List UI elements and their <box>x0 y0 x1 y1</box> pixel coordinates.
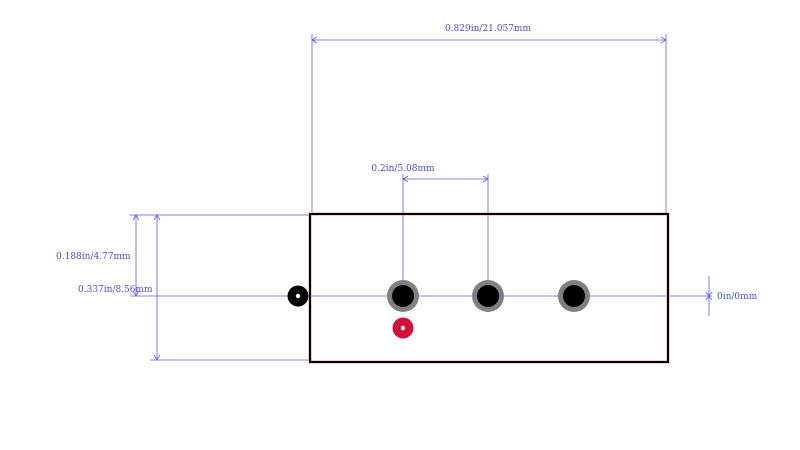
origin-marker-hole <box>295 293 301 299</box>
offset-label: 0in/0mm <box>717 292 758 302</box>
overall-height-label: 0.337in/8.56mm <box>78 285 153 295</box>
overall-width-arrow-right <box>660 36 667 44</box>
overall-height-arrow-top <box>153 214 161 221</box>
pad-2 <box>472 280 504 312</box>
overall-width-label: 0.829in/21.057mm <box>445 24 531 34</box>
pin-pitch-label: 0.2in/5.08mm <box>371 164 435 174</box>
overall-height-arrow-bottom <box>153 354 161 361</box>
pin-pitch-arrow-right <box>482 175 489 183</box>
pin-to-edge-label: 0.188in/4.77mm <box>56 252 131 262</box>
pin1-marker-hole <box>400 325 406 331</box>
body-outline <box>309 213 669 363</box>
pad-3 <box>558 280 590 312</box>
pad-1 <box>387 280 419 312</box>
pin-pitch-arrow-left <box>402 175 409 183</box>
overall-width-arrow-left <box>311 36 318 44</box>
offset-arrow-bottom <box>705 295 713 301</box>
pin-to-edge-arrow-top <box>132 214 140 221</box>
